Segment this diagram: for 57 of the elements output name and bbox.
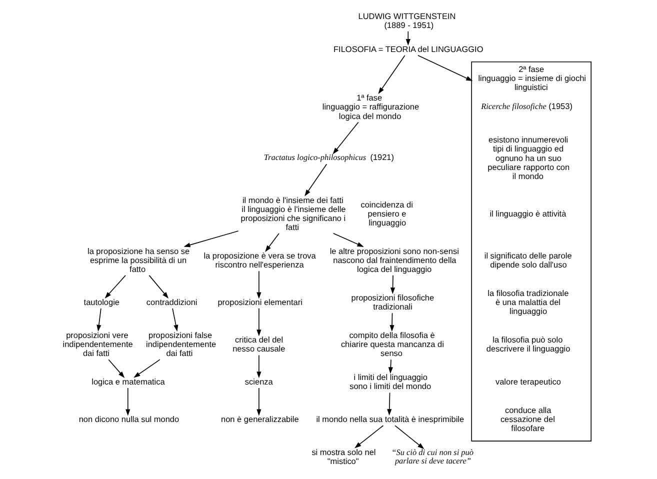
node-text: la filosofia può solo descrivere il linguaggio xyxy=(486,336,570,354)
node-text: Tractatus logico-philosophicus (1921) xyxy=(263,152,394,162)
arrow xyxy=(405,30,410,46)
node-text: esistono innumerevoli tipi di linguaggio ed ognuno ha un suo peculiare rapporto con il mondo xyxy=(487,136,570,181)
node-text: FILOSOFIA = TEORIA del LINGUAGGIO xyxy=(333,44,483,54)
node-text: tautologie xyxy=(83,298,120,308)
node-text: il linguaggio è attività xyxy=(489,209,566,218)
arrow xyxy=(108,359,124,378)
node-text: “Su ciò di cui non si può parlare si deve tacere” xyxy=(391,448,474,466)
node-text: le altre proposizioni sono non-sensi nascono dal fraintendimento della logica del linguaggio xyxy=(329,246,458,274)
arrow xyxy=(390,275,395,294)
arrow xyxy=(125,388,130,416)
arrow xyxy=(256,354,261,378)
arrow xyxy=(133,359,160,378)
node-text: proposizioni vere indipendentemente dai fatti xyxy=(62,330,132,358)
node-text: 1ª fase linguaggio = raffigurazione logica del mondo xyxy=(322,94,419,121)
node-text: contraddizioni xyxy=(146,298,197,308)
node-text: i limiti del linguaggio sono i limiti del mondo xyxy=(349,373,431,392)
node-text: proposizioni filosofiche tradizionali xyxy=(350,293,434,312)
arrow xyxy=(354,425,384,448)
node-text: scienza xyxy=(244,378,272,387)
node-text: proposizioni false indipendentemente dai fatti xyxy=(146,330,216,358)
arrow xyxy=(256,270,261,299)
node-text: Ricerche filosofiche (1953) xyxy=(480,102,572,111)
node-text: LUDWIG WITTGENSTEIN (1889 - 1951) xyxy=(358,12,456,30)
arrow xyxy=(172,308,178,332)
arrow xyxy=(332,232,364,247)
node-text: conduce alla cessazione del filosofare xyxy=(500,406,554,434)
arrow xyxy=(389,312,394,332)
node-text: il mondo nella sua totalità è inesprimibile xyxy=(316,415,464,424)
node-text: valore terapeutico xyxy=(494,378,560,387)
node-text: il mondo è l'insieme dei fatti il linguaggio è l'insieme delle proposizioni che significano i fatti xyxy=(240,196,346,232)
arrow xyxy=(183,230,238,248)
arrow xyxy=(256,388,261,416)
label: coincidenza di pensiero e linguaggio xyxy=(360,200,412,228)
arrow xyxy=(394,425,424,450)
node-text: il significato delle parole dipende solo dall'uso xyxy=(484,251,572,270)
arrow xyxy=(104,275,126,298)
node-text: compito della filosofia è chiarire questa mancanza di senso xyxy=(340,330,444,358)
arrow xyxy=(96,308,101,332)
node-text: la proposizione ha senso se esprime la possibilità di un fatto xyxy=(86,246,190,274)
arrow xyxy=(264,233,279,252)
node-text: proposizioni elementari xyxy=(217,298,302,308)
node-text: la proposizione è vera se trova riscontro nell'esperienza xyxy=(203,251,316,270)
node-text: critica del del nesso causale xyxy=(232,336,285,354)
node-text: la filosofia tradizionale è una malattia del linguaggio xyxy=(487,288,568,316)
arrow xyxy=(304,164,327,196)
arrow xyxy=(386,392,392,416)
node-text: logica e matematica xyxy=(91,378,164,387)
node-text: non dicono nulla sul mondo xyxy=(78,415,179,424)
arrow xyxy=(332,122,358,154)
arrow xyxy=(148,275,168,299)
arrow xyxy=(417,54,472,82)
arrow xyxy=(256,308,261,336)
node-text: non è generalizzabile xyxy=(220,415,298,424)
arrow xyxy=(378,55,405,94)
node-text: si mostra solo nel "mistico" xyxy=(311,448,376,466)
